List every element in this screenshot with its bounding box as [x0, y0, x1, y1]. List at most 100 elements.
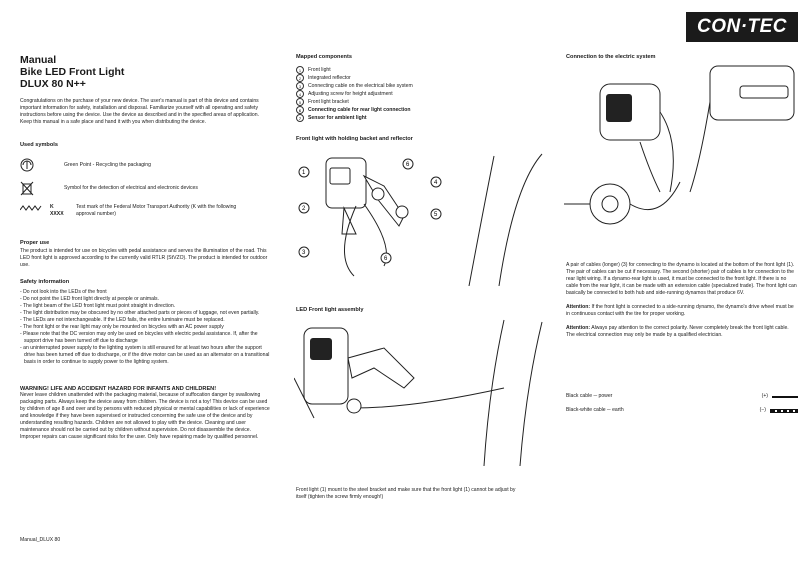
attention-text: Always pay attention to the correct pola…	[566, 325, 789, 338]
green-point-icon	[20, 158, 34, 172]
left-column: Manual Bike LED Front Light DLUX 80 N++ …	[20, 54, 272, 441]
cable-black-swatch	[772, 395, 798, 398]
callout-circle	[430, 208, 442, 220]
safety-item: - The front light or the rear light may …	[20, 324, 224, 330]
callout-circle	[380, 252, 392, 264]
figure2-heading: LED Front light assembly	[296, 307, 364, 313]
middle-column: Mapped components 1 Front light 2 Integrat…	[296, 54, 540, 142]
front-light-lens	[606, 94, 632, 122]
callout-circle	[298, 166, 310, 178]
right-column: A pair of cables (longer) (3) for connec…	[566, 262, 798, 339]
dynamo-cable	[629, 181, 681, 211]
fork-outline-right	[498, 153, 543, 286]
fork-outline-left	[468, 155, 495, 286]
hub-dynamo-center	[601, 195, 619, 213]
callout-label: 1	[302, 170, 306, 176]
weee-bin-icon	[20, 181, 34, 196]
symbol-row-k-mark: K XXXX Test mark of the Federal Motor Tr…	[20, 204, 272, 218]
manual-title: Manual	[20, 54, 57, 66]
proper-use-heading: Proper use	[20, 240, 50, 246]
component-item: 2 Integrated reflector	[296, 74, 540, 82]
symbols-heading: Used symbols	[20, 142, 58, 148]
callout-label: 6	[406, 162, 410, 168]
safety-item: - an uninterrupted power supply to the l…	[20, 345, 270, 365]
rear-light	[709, 65, 795, 121]
front-light-lens	[310, 338, 332, 360]
cable-earth-symbol: (−)	[759, 407, 766, 413]
hub-dynamo	[589, 183, 631, 225]
product-title: Bike LED Front Light	[20, 66, 125, 78]
symbol-weee-label: Symbol for the detection of electrical a…	[64, 184, 198, 191]
component-item: 4 Adjusting screw for height adjustment	[296, 90, 540, 98]
component-label: Front light	[308, 66, 331, 73]
light-bracket	[362, 174, 405, 227]
cable	[639, 141, 661, 193]
component-number: 2	[296, 74, 304, 82]
callout-circle	[430, 176, 442, 188]
component-item: 3 Connecting cable on the electrical bike…	[296, 82, 540, 90]
component-label: Connecting cable for rear light connecti…	[308, 106, 411, 113]
callout-label: 4	[434, 180, 438, 186]
brand-logo: CON·TEC	[686, 12, 798, 42]
cable-black-white-swatch	[770, 408, 798, 413]
intro-text: Congratulations on the purchase of your …	[20, 98, 259, 125]
front-light-housing	[325, 157, 367, 209]
safety-item: - The light beam of the LED front light …	[20, 303, 176, 309]
component-label: Integrated reflector	[308, 74, 351, 81]
callout-label: 6	[384, 256, 388, 262]
component-item: 6 Connecting cable for rear light connect…	[296, 106, 540, 114]
cable-earth-label: Black-white cable ─ earth	[566, 407, 624, 413]
k-mark-code: K XXXX	[50, 204, 64, 217]
warning-text: Never leave children unattended with the…	[20, 392, 270, 440]
safety-list: - Do not look into the LEDs of the front…	[20, 289, 272, 366]
symbol-k-mark-label: Test mark of the Federal Motor Transport…	[76, 204, 237, 217]
component-number: 7	[296, 114, 304, 122]
callout-circle	[402, 158, 414, 170]
cable-power-label: Black cable ─ power	[566, 393, 613, 399]
mount-screw	[346, 398, 362, 414]
component-number: 1	[296, 66, 304, 74]
figure1-front-light-bracket: 1 2 6 4 5 3 6	[298, 153, 543, 286]
front-light-lens	[329, 167, 351, 185]
component-item: 7 Sensor for ambient light	[296, 114, 540, 122]
component-item: 1 Front light	[296, 66, 540, 74]
component-label: Sensor for ambient light	[308, 114, 367, 121]
attention-text: If the front light is connected to a sid…	[566, 304, 794, 317]
fork-outline	[483, 319, 505, 467]
cable	[344, 205, 357, 277]
component-number: 6	[296, 106, 304, 114]
component-number: 4	[296, 90, 304, 98]
warning-heading: WARNING! LIFE AND ACCIDENT HAZARD FOR IN…	[20, 386, 217, 392]
proper-use-text: The product is intended for use on bicyc…	[20, 248, 268, 268]
figure2-light-assembly	[294, 319, 543, 467]
callout-label: 3	[302, 250, 306, 256]
safety-item: - Do not point the LED front light direc…	[20, 296, 160, 302]
adjusting-screw	[395, 205, 409, 219]
safety-item: - The LEDs are not interchangeable. If t…	[20, 317, 225, 323]
callout-circle	[298, 202, 310, 214]
attention-label: Attention:	[566, 325, 591, 331]
rear-light-cable	[689, 101, 711, 193]
model-title: DLUX 80 N++	[20, 78, 86, 90]
cable-row-earth: Black-white cable ─ earth (−)	[566, 407, 798, 414]
figure3-electric-connection	[564, 65, 795, 225]
safety-item: - The light distribution may be obscured…	[20, 310, 260, 316]
connection-heading: Connection to the electric system	[566, 54, 656, 60]
rear-light-lens	[739, 85, 789, 99]
cable-power-symbol: (+)	[761, 393, 768, 399]
component-label: Adjusting screw for height adjustment	[308, 90, 393, 97]
k-mark-wave-icon	[20, 205, 42, 211]
component-label: Front light bracket	[308, 98, 349, 105]
components-heading: Mapped components	[296, 54, 352, 60]
component-label: Connecting cable on the electrical bike …	[308, 82, 413, 89]
callout-label: 5	[434, 212, 438, 218]
callout-circle	[298, 246, 310, 258]
steel-bracket	[347, 347, 415, 389]
adjusting-screw	[371, 187, 385, 201]
safety-item: - Please note that the DC version may on…	[20, 331, 258, 344]
component-number: 3	[296, 82, 304, 90]
attention-label: Attention:	[566, 304, 591, 310]
safety-heading: Safety information	[20, 279, 70, 285]
